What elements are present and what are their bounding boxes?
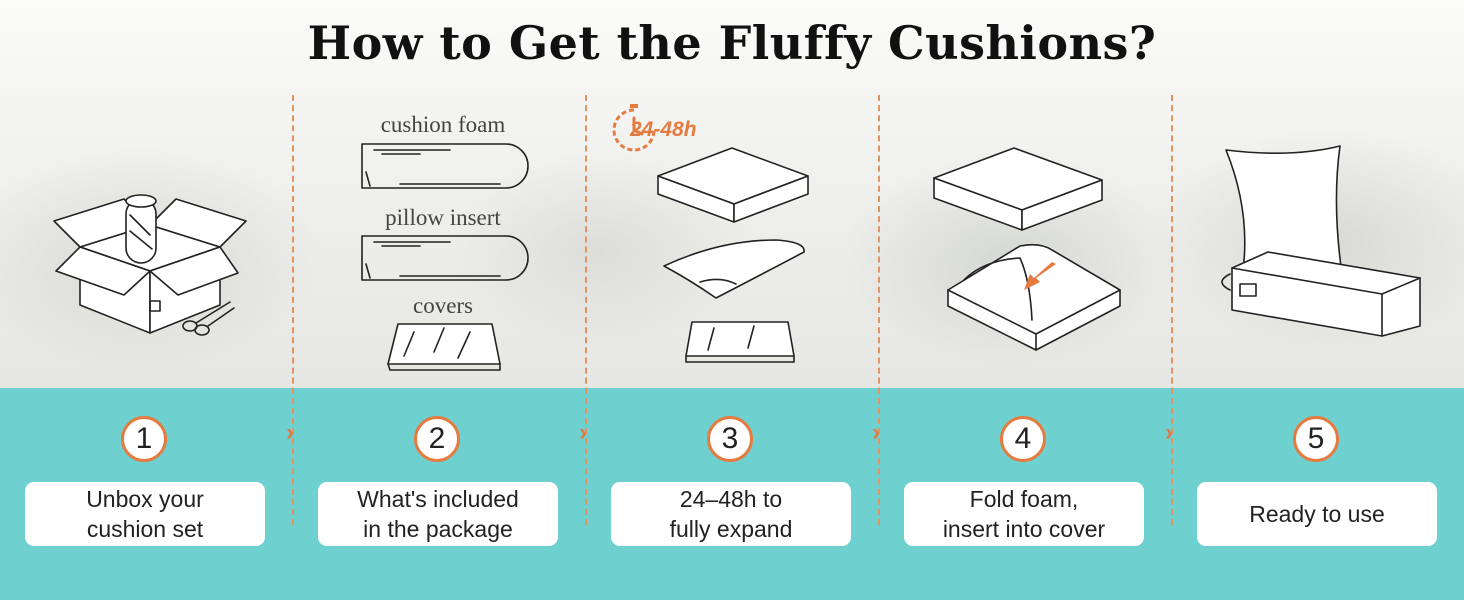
box-roll-icon bbox=[53, 194, 247, 334]
label-pillow-insert: pillow insert bbox=[385, 205, 501, 230]
divider-3 bbox=[878, 95, 880, 525]
step-number-1: 1 bbox=[121, 416, 167, 462]
chevron-right-icon: › bbox=[286, 419, 294, 446]
label-cushion-foam: cushion foam bbox=[380, 112, 506, 137]
chevron-right-icon: › bbox=[1165, 419, 1173, 446]
chevron-right-icon: › bbox=[579, 419, 587, 446]
step-text-4: Fold foam, insert into cover bbox=[942, 486, 1106, 542]
pillow-roll-icon bbox=[361, 235, 529, 281]
scissors-icon bbox=[182, 301, 235, 336]
arrow-icon bbox=[1024, 262, 1056, 290]
step-box-4: Fold foam, insert into cover bbox=[904, 482, 1144, 546]
chevron-right-icon: › bbox=[872, 419, 880, 446]
foam-block-icon bbox=[933, 147, 1103, 231]
step-number-5: 5 bbox=[1293, 416, 1339, 462]
pillow-icon bbox=[663, 239, 805, 299]
step-box-3: 24–48h to fully expand bbox=[611, 482, 851, 546]
label-covers: covers bbox=[412, 293, 474, 318]
step-box-5: Ready to use bbox=[1197, 482, 1437, 546]
step-number-3: 3 bbox=[707, 416, 753, 462]
step-box-2: What's included in the package bbox=[318, 482, 558, 546]
step-number-2: 2 bbox=[414, 416, 460, 462]
step-box-1: Unbox your cushion set bbox=[25, 482, 265, 546]
divider-2 bbox=[585, 95, 587, 525]
cover-icon bbox=[685, 321, 795, 363]
step-number-4: 4 bbox=[1000, 416, 1046, 462]
divider-4 bbox=[1171, 95, 1173, 525]
divider-1 bbox=[292, 95, 294, 525]
foam-block-icon bbox=[657, 147, 809, 223]
step-text-5: Ready to use bbox=[1249, 501, 1385, 527]
step-text-3: 24–48h to fully expand bbox=[669, 486, 793, 542]
timer-label: 24-48h bbox=[630, 118, 697, 141]
folded-cover-icon bbox=[387, 323, 501, 371]
cover-icon bbox=[947, 243, 1121, 351]
step-text-2: What's included in the package bbox=[357, 486, 519, 542]
timer-icon bbox=[612, 104, 656, 152]
finished-cushion-icon bbox=[1221, 145, 1421, 337]
step-text-1: Unbox your cushion set bbox=[86, 486, 204, 542]
foam-roll-icon bbox=[361, 143, 529, 189]
page-title: How to Get the Fluffy Cushions? bbox=[307, 16, 1157, 70]
